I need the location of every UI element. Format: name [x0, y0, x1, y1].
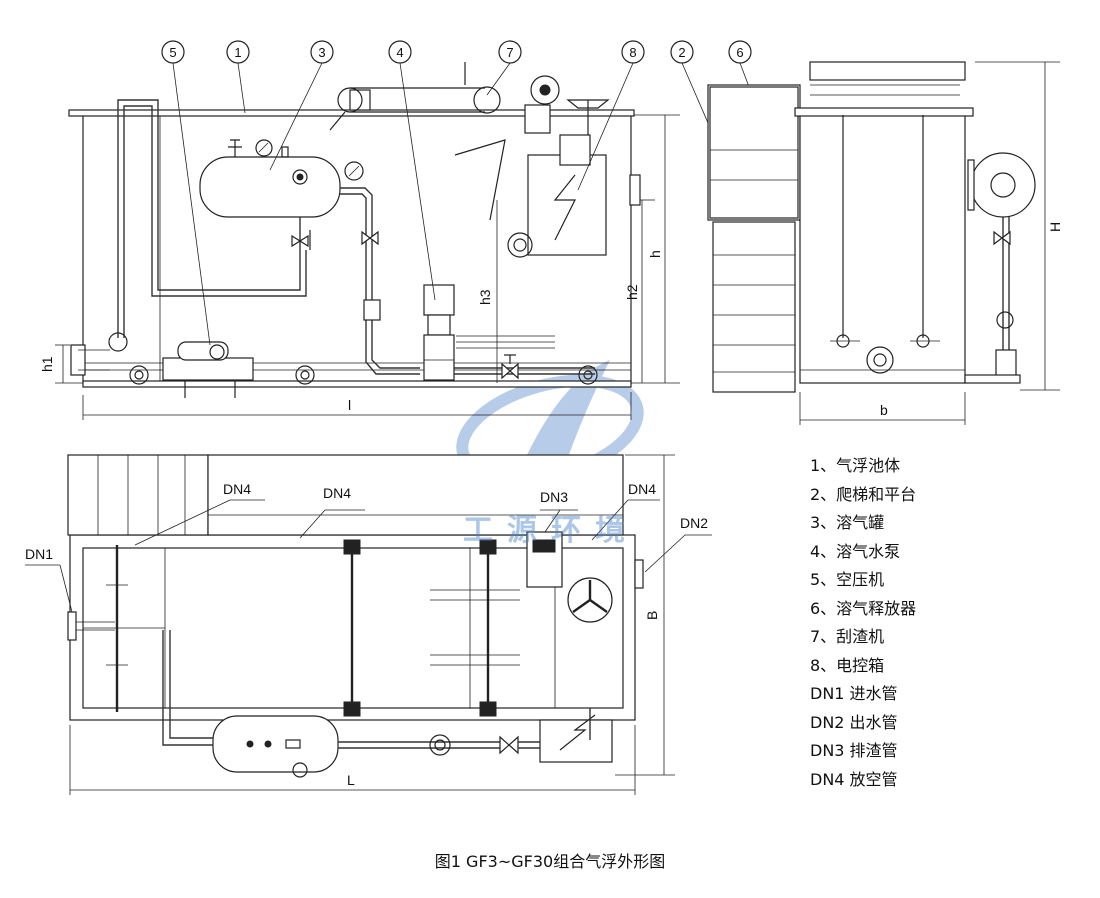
- dim-L: L: [347, 772, 355, 788]
- watermark-text: 工源环境: [463, 513, 639, 548]
- legend-item: 2、爬梯和平台: [810, 484, 917, 504]
- legend: 1、气浮池体 2、爬梯和平台 3、溶气罐 4、溶气水泵 5、空压机 6、溶气释放…: [810, 452, 916, 794]
- legend-item: DN3 排渣管: [810, 741, 898, 760]
- callout-8: 8: [629, 45, 636, 60]
- plan-view: [25, 454, 712, 795]
- legend-item: DN2 出水管: [810, 712, 898, 732]
- legend-item: 5、空压机: [810, 570, 885, 589]
- callout-6: 6: [736, 45, 743, 60]
- label-dn4-left: DN4: [223, 481, 251, 497]
- side-elevation: [707, 61, 1060, 425]
- legend-item: DN1 进水管: [810, 684, 898, 703]
- dim-b: b: [880, 402, 888, 418]
- legend-item: 4、溶气水泵: [810, 541, 901, 561]
- callout-7: 7: [506, 45, 513, 60]
- callout-5: 5: [169, 45, 176, 60]
- label-dn2: DN2: [680, 515, 708, 531]
- figure-caption: 图1 GF3~GF30组合气浮外形图: [434, 852, 666, 871]
- dim-H: H: [1047, 222, 1063, 232]
- dim-h: h: [647, 250, 663, 258]
- callout-3: 3: [318, 45, 325, 60]
- front-elevation: [55, 62, 680, 420]
- legend-item: 6、溶气释放器: [810, 598, 917, 618]
- label-dn4-mid: DN4: [323, 485, 351, 501]
- callouts: 5 1 3 4 7 8 2 6: [161, 40, 844, 346]
- dim-l: l: [348, 397, 351, 413]
- callout-4: 4: [396, 45, 403, 60]
- callout-1: 1: [234, 45, 241, 60]
- legend-item: 7、刮渣机: [810, 627, 885, 646]
- label-dn3: DN3: [540, 489, 568, 505]
- dim-h3: h3: [477, 289, 493, 305]
- legend-item: 3、溶气罐: [810, 513, 885, 532]
- callout-2: 2: [678, 45, 685, 60]
- legend-item: 1、气浮池体: [810, 456, 901, 475]
- dim-h1: h1: [39, 356, 55, 372]
- label-dn4-right: DN4: [628, 481, 656, 497]
- label-dn1: DN1: [25, 546, 53, 562]
- dim-B: B: [644, 611, 660, 620]
- dim-h2: h2: [624, 284, 640, 300]
- legend-item: 8、电控箱: [810, 655, 885, 675]
- legend-item: DN4 放空管: [810, 769, 898, 789]
